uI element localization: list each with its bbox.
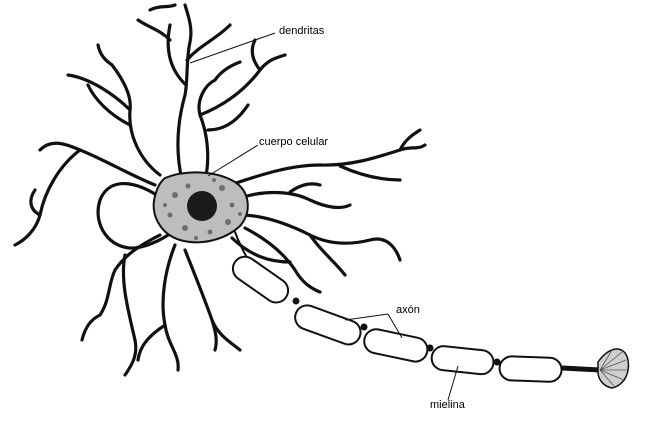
myelin-segment xyxy=(231,255,290,304)
myelin-segment xyxy=(294,304,362,346)
cell-body xyxy=(152,171,249,244)
dendrites-leader xyxy=(189,32,276,64)
axon-leader-1 xyxy=(344,313,389,321)
myelin-leader xyxy=(447,365,459,401)
label-dendrites: dendritas xyxy=(279,25,325,37)
axon-terminal xyxy=(597,348,630,389)
axon-leader-2 xyxy=(387,313,403,339)
label-axon: axón xyxy=(396,304,420,316)
myelin-segment xyxy=(430,345,495,376)
leader-lines xyxy=(189,32,459,401)
label-myelin: mielina xyxy=(430,399,466,411)
myelin-segment xyxy=(498,355,563,383)
myelin-segment xyxy=(363,328,429,363)
axon xyxy=(231,231,601,383)
nucleus xyxy=(187,191,217,221)
dendrites xyxy=(13,3,427,377)
label-cell-body: cuerpo celular xyxy=(259,136,328,148)
cell-body-leader xyxy=(207,144,259,177)
